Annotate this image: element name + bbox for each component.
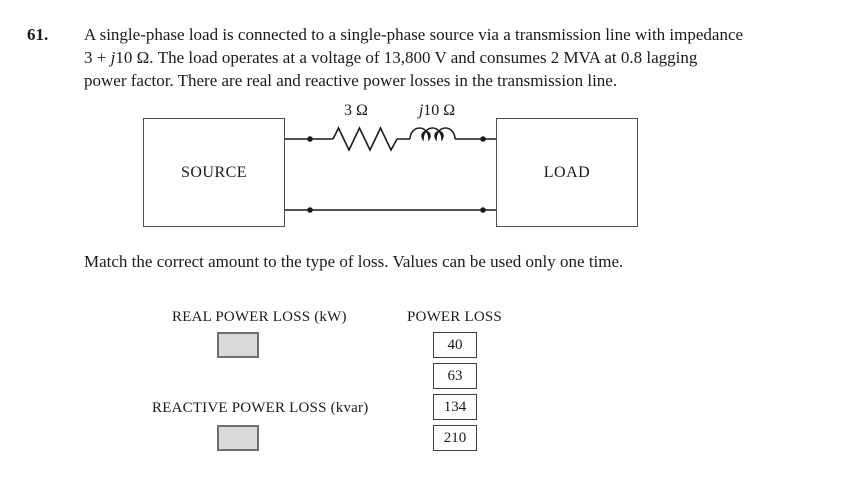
power-loss-bank-header: POWER LOSS	[407, 309, 502, 325]
reactive-power-loss-label: REACTIVE POWER LOSS (kvar)	[152, 400, 369, 416]
junction-dot	[307, 136, 313, 142]
source-label: SOURCE	[180, 163, 248, 181]
matching-instruction: Match the correct amount to the type of …	[84, 252, 624, 271]
statement-line-3: power factor. There are real and reactiv…	[84, 71, 618, 90]
statement-line-1: A single-phase load is connected to a si…	[84, 25, 744, 44]
resistor-symbol	[332, 126, 398, 152]
real-power-loss-drop-target[interactable]	[217, 332, 259, 358]
inductor-symbol	[409, 127, 456, 142]
question-statement: A single-phase load is connected to a si…	[84, 23, 834, 92]
resistor-value-label: 3 Ω	[344, 102, 368, 119]
junction-dot	[480, 136, 486, 142]
source-box: SOURCE	[143, 118, 285, 227]
statement-line-2: 3 + j10 Ω. The load operates at a voltag…	[84, 48, 698, 67]
load-box: LOAD	[496, 118, 638, 227]
power-loss-value-option[interactable]: 210	[433, 425, 477, 451]
load-label: LOAD	[543, 163, 591, 181]
power-loss-value-option[interactable]: 134	[433, 394, 477, 420]
junction-dot	[307, 207, 313, 213]
question-number: 61.	[27, 25, 49, 44]
real-power-loss-label: REAL POWER LOSS (kW)	[172, 309, 347, 325]
inductor-value-label: j10 Ω	[418, 102, 456, 119]
reactive-power-loss-drop-target[interactable]	[217, 425, 259, 451]
power-loss-value-option[interactable]: 40	[433, 332, 477, 358]
junction-dot	[480, 207, 486, 213]
transmission-line-graphic	[285, 126, 496, 213]
power-loss-value-option[interactable]: 63	[433, 363, 477, 389]
